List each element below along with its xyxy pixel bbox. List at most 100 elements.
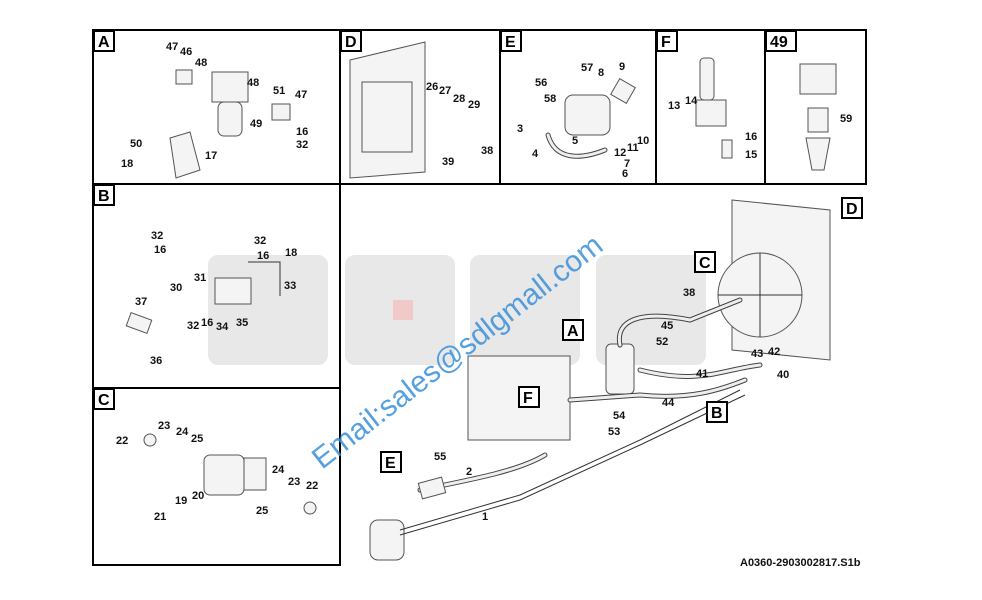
part-number: 28 [453, 93, 465, 105]
part-number: 32 [187, 320, 199, 332]
part-number: 32 [254, 235, 266, 247]
part-number: 25 [191, 433, 203, 445]
part-number: 57 [581, 62, 593, 74]
part-number: 37 [135, 296, 147, 308]
panel-tag-b: B [93, 184, 115, 206]
part-number: 16 [154, 244, 166, 256]
part-number: 3 [517, 123, 523, 135]
panel-tag-c: C [93, 388, 115, 410]
callout-c: C [694, 251, 716, 273]
callout-label: E [385, 455, 396, 472]
part-number: 14 [685, 95, 698, 107]
part-number: 36 [150, 355, 162, 367]
part-number: 8 [598, 67, 604, 79]
part-number: 45 [661, 320, 673, 332]
part-number: 9 [619, 61, 625, 73]
part-number: 39 [442, 156, 454, 168]
panel-tag-49: 49 [765, 30, 797, 52]
part-number: 44 [662, 397, 675, 409]
part-number: 50 [130, 138, 142, 150]
part-number: 15 [745, 149, 757, 161]
part-number: 16 [296, 126, 308, 138]
part-number: 58 [544, 93, 556, 105]
part-number: 16 [745, 131, 757, 143]
part-number: 22 [116, 435, 128, 447]
panel-tag-label: A [98, 34, 110, 51]
part-number: 35 [236, 317, 248, 329]
part-number: 6 [622, 168, 628, 180]
part-number: 32 [296, 139, 308, 151]
part-number: 18 [285, 247, 297, 259]
part-number: 38 [683, 287, 695, 299]
panel-tag-d: D [340, 30, 362, 52]
callout-label: B [711, 405, 723, 422]
sdlg-logo-watermark [208, 255, 706, 365]
callout-b: B [706, 401, 728, 423]
part-number: 23 [158, 420, 170, 432]
part-number: 24 [176, 426, 189, 438]
callout-d: D [841, 197, 863, 219]
part-number: 5 [572, 135, 578, 147]
panel-tag-label: E [505, 34, 516, 51]
part-number: 49 [250, 118, 262, 130]
panel-tag-e: E [500, 30, 522, 52]
part-number: 19 [175, 495, 187, 507]
part-number: 48 [195, 57, 207, 69]
part-number: 56 [535, 77, 547, 89]
part-number: 10 [637, 135, 649, 147]
panel-frames [92, 29, 867, 566]
part-number: 1 [482, 511, 488, 523]
part-number: 13 [668, 100, 680, 112]
part-number: 34 [216, 321, 229, 333]
part-number: 30 [170, 282, 182, 294]
part-number: 55 [434, 451, 446, 463]
part-number: 17 [205, 150, 217, 162]
part-number: 29 [468, 99, 480, 111]
part-number: 16 [201, 317, 213, 329]
part-drawings [125, 41, 837, 561]
part-number: 7 [624, 158, 630, 170]
callout-label: C [699, 255, 711, 272]
part-number: 18 [121, 158, 133, 170]
panel-tag-label: B [98, 188, 110, 205]
drawing-caption: A0360-2903002817.S1b [740, 557, 861, 569]
part-number: 4 [532, 148, 539, 160]
part-number: 51 [273, 85, 285, 97]
part-number: 33 [284, 280, 296, 292]
panel-tag-label: 49 [770, 34, 788, 51]
part-number: 41 [696, 368, 708, 380]
part-number: 54 [613, 410, 626, 422]
part-number: 59 [840, 113, 852, 125]
part-number: 25 [256, 505, 268, 517]
part-number: 24 [272, 464, 285, 476]
part-number: 47 [166, 41, 178, 53]
part-number: 20 [192, 490, 204, 502]
part-number: 2 [466, 466, 472, 478]
part-number: 16 [257, 250, 269, 262]
part-number: 12 [614, 147, 626, 159]
part-number: 26 [426, 81, 438, 93]
part-number: 32 [151, 230, 163, 242]
part-number: 48 [247, 77, 259, 89]
part-number: 43 [751, 348, 763, 360]
part-number: 40 [777, 369, 789, 381]
callout-f: F [518, 386, 540, 408]
part-number: 42 [768, 346, 780, 358]
part-number: 23 [288, 476, 300, 488]
part-number: 21 [154, 511, 166, 523]
callout-label: D [846, 201, 858, 218]
part-number: 52 [656, 336, 668, 348]
panel-tag-label: C [98, 392, 110, 409]
part-number: 22 [306, 480, 318, 492]
panel-tag-label: D [345, 34, 357, 51]
part-number: 11 [627, 142, 639, 154]
part-number: 31 [194, 272, 206, 284]
callout-label: A [567, 323, 579, 340]
callout-e: E [380, 451, 402, 473]
panel-tag-a: A [93, 30, 115, 52]
